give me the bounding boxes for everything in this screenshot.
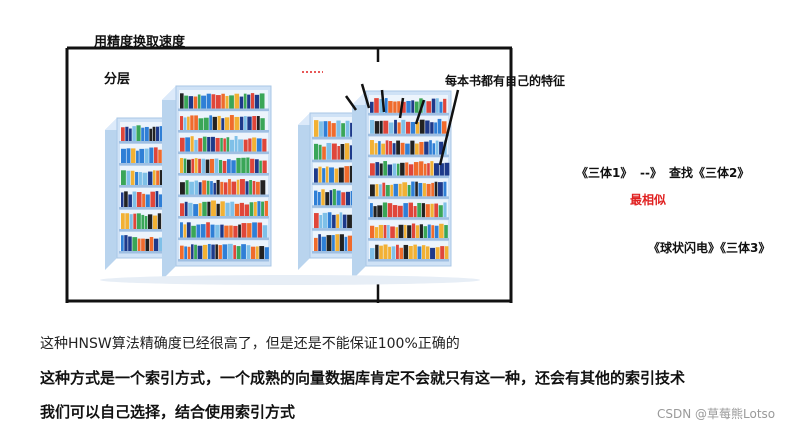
query-arrow: --》: [640, 166, 662, 180]
text-line-2: 这种方式是一个索引方式，一个成熟的向量数据库肯定不会就只有这一种，还会有其他的索…: [40, 369, 686, 387]
most-similar-label: 最相似: [630, 193, 667, 207]
feature-note: 每本书都有自己的特征: [445, 74, 566, 88]
bookshelves-illustration: [100, 85, 480, 285]
query-source: 《三体1》: [576, 166, 633, 180]
query-target: 查找《三体2》: [669, 166, 750, 180]
text-line-3: 我们可以自己选择，结合使用索引方式: [40, 403, 296, 421]
diagram-title: 用精度换取速度: [94, 35, 186, 50]
text-line-1: 这种HNSW算法精确度已经很高了，但是还是不能保证100%正确的: [40, 336, 460, 352]
layer-label: 分层: [104, 72, 131, 87]
other-books: 《球状闪电》《三体3》: [648, 241, 771, 255]
watermark: CSDN @草莓熊Lotso: [657, 407, 776, 421]
